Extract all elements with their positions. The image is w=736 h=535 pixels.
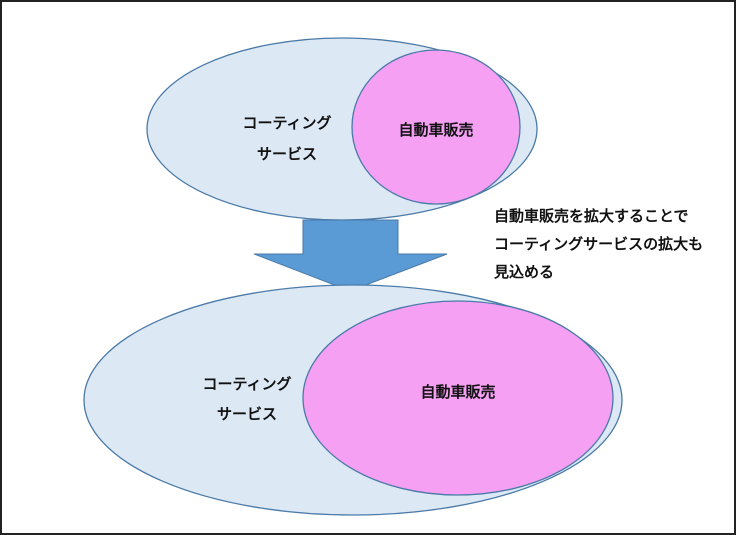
after-car-sales-ellipse — [302, 300, 614, 496]
after-outer-label-1: コーティング — [202, 375, 291, 393]
note-line: 自動車販売を拡大することで — [494, 207, 689, 225]
down-arrow — [253, 219, 448, 292]
before-outer-label-1: コーティング — [242, 114, 331, 132]
note-line: コーティングサービスの拡大も — [494, 235, 704, 253]
note-line: 見込める — [494, 263, 555, 281]
explanation-note: 自動車販売を拡大することで コーティングサービスの拡大も 見込める — [494, 202, 703, 286]
before-car-sales-circle — [351, 49, 521, 205]
before-outer-label-2: サービス — [257, 145, 317, 163]
after-inner-label: 自動車販売 — [420, 383, 495, 401]
after-outer-label-2: サービス — [217, 405, 277, 423]
before-inner-label: 自動車販売 — [398, 121, 473, 139]
